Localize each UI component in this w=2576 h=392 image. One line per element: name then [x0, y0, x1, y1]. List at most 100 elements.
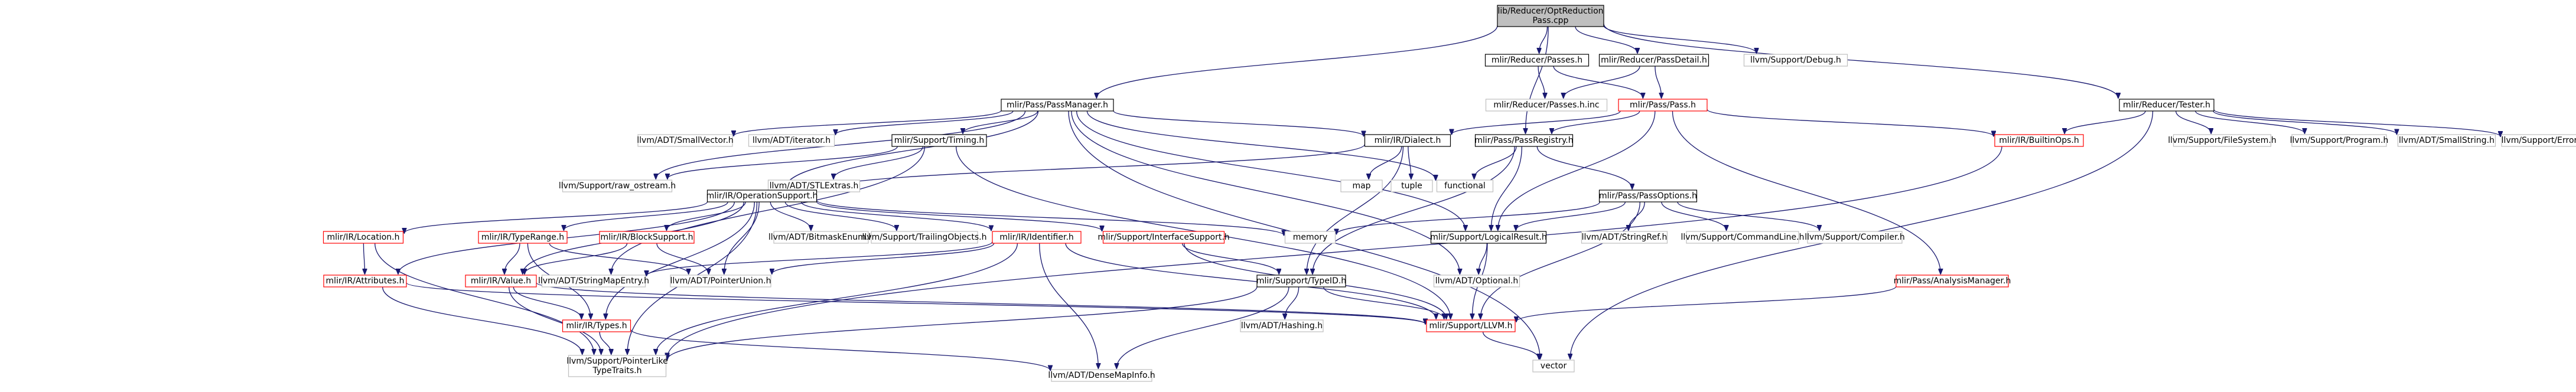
- edge-passregistry-to-functional: [1474, 146, 1517, 179]
- node-rpasses[interactable]: mlir/Reducer/Passes.h: [1484, 54, 1590, 67]
- node-bitmaskenum: llvm/ADT/BitmaskEnum.h: [768, 231, 874, 244]
- node-label: llvm/ADT/Optional.h: [1435, 276, 1519, 286]
- node-label: mlir/IR/Dialect.h: [1375, 136, 1441, 145]
- node-box: [773, 231, 869, 244]
- edge-tester-to-program: [2195, 110, 2305, 133]
- node-label: mlir/Pass/Pass.h: [1630, 100, 1696, 110]
- edge-root-to-rpasses: [1539, 26, 1548, 53]
- node-label: mlir/IR/Location.h: [327, 233, 400, 242]
- node-location[interactable]: mlir/IR/Location.h: [323, 231, 404, 244]
- node-passoptions[interactable]: mlir/Pass/PassOptions.h: [1598, 190, 1698, 202]
- edge-pass-to-builtinops: [1707, 109, 1994, 136]
- node-dialect[interactable]: mlir/IR/Dialect.h: [1364, 134, 1451, 147]
- node-value[interactable]: mlir/IR/Value.h: [465, 275, 537, 288]
- node-commandline: llvm/Support/CommandLine.h: [1681, 231, 1805, 244]
- edge-passoptions-to-compiler: [1677, 201, 1819, 230]
- node-label: Pass.cpp: [1533, 16, 1569, 25]
- node-interfacesupport[interactable]: mlir/Support/InterfaceSupport.h: [1098, 231, 1230, 244]
- node-label: mlir/Pass/PassOptions.h: [1599, 191, 1697, 201]
- edge-opsupport-to-bitmaskenum: [770, 201, 811, 230]
- node-opsupport[interactable]: mlir/IR/OperationSupport.h: [706, 190, 818, 202]
- node-typeid[interactable]: mlir/Support/TypeID.h: [1256, 275, 1346, 288]
- node-stringref: llvm/ADT/StringRef.h: [1581, 231, 1668, 244]
- edge-attributes-to-llvmh: [406, 282, 1425, 324]
- node-box: [465, 275, 537, 288]
- node-pass[interactable]: mlir/Pass/Pass.h: [1618, 99, 1708, 112]
- node-attributes[interactable]: mlir/IR/Attributes.h: [323, 275, 407, 288]
- node-label: TypeTraits.h: [592, 366, 642, 375]
- node-box: [1484, 54, 1590, 67]
- node-debug: llvm/Support/Debug.h: [1743, 54, 1848, 67]
- edge-llvmh-to-vector: [1482, 331, 1539, 359]
- edge-pm-to-rawostream: [656, 110, 1026, 179]
- node-blocksupport[interactable]: mlir/IR/BlockSupport.h: [599, 231, 695, 244]
- node-label: mlir/Reducer/Passes.h: [1491, 55, 1582, 65]
- edge-passregistry-to-logicalresult: [1491, 146, 1522, 230]
- node-pointerunion: llvm/ADT/PointerUnion.h: [670, 275, 771, 288]
- node-hashing: llvm/ADT/Hashing.h: [1240, 319, 1324, 332]
- node-box: [871, 231, 978, 244]
- node-label: llvm/Support/Program.h: [2290, 136, 2389, 145]
- node-label: llvm/ADT/PointerUnion.h: [670, 276, 771, 286]
- node-stringmapentry: llvm/ADT/StringMapEntry.h: [538, 275, 649, 288]
- node-timing[interactable]: mlir/Support/Timing.h: [891, 134, 987, 147]
- node-logicalresult[interactable]: mlir/Support/LogicalResult.h: [1430, 231, 1547, 244]
- edge-timing-to-rawostream: [667, 146, 898, 179]
- node-iterator: llvm/ADT/iterator.h: [748, 134, 835, 147]
- node-label: mlir/Reducer/Passes.h.inc: [1493, 100, 1599, 110]
- edge-timing-to-stringmapentry: [611, 146, 926, 274]
- node-types[interactable]: mlir/IR/Types.h: [562, 319, 631, 332]
- edge-rpasses-to-pass: [1553, 66, 1643, 98]
- node-identifier[interactable]: mlir/IR/Identifier.h: [992, 231, 1082, 244]
- node-box: [1807, 231, 1903, 244]
- edge-pm-to-smallvector: [734, 110, 1002, 136]
- node-smallvector: llvm/ADT/SmallVector.h: [637, 134, 734, 147]
- node-box: [1390, 179, 1433, 192]
- edge-typeid-to-hashing: [1285, 286, 1300, 319]
- node-box: [1485, 99, 1608, 112]
- edge-pm-to-logicalresult: [1076, 110, 1466, 230]
- node-functional: functional: [1436, 179, 1494, 192]
- node-analysismanager[interactable]: mlir/Pass/AnalysisManager.h: [1894, 275, 2011, 288]
- node-llvmh[interactable]: mlir/Support/LLVM.h: [1426, 319, 1516, 332]
- edge-interfacesupport-to-typeid: [1181, 243, 1279, 274]
- edge-typerange-to-value: [504, 243, 520, 274]
- node-box: [1686, 231, 1799, 244]
- node-box: [706, 190, 818, 202]
- edge-identifier-to-densemapinfo: [1039, 243, 1099, 368]
- node-typerange[interactable]: mlir/IR/TypeRange.h: [478, 231, 568, 244]
- node-label: llvm/Support/raw_ostream.h: [559, 181, 676, 191]
- node-tester[interactable]: mlir/Reducer/Tester.h: [2119, 99, 2214, 112]
- node-label: llvm/ADT/STLExtras.h: [770, 181, 859, 191]
- node-label: llvm/ADT/iterator.h: [753, 136, 831, 145]
- edge-opsupport-to-trailingobjects: [784, 201, 897, 230]
- edge-rpassdetail-to-passes_inc: [1564, 66, 1640, 98]
- edge-passregistry-to-typeid: [1313, 146, 1515, 274]
- node-builtinops[interactable]: mlir/IR/BuiltinOps.h: [1994, 134, 2084, 147]
- node-label: llvm/Support/CommandLine.h: [1681, 233, 1805, 242]
- node-box: [1581, 231, 1668, 244]
- node-box: [1436, 179, 1494, 192]
- edge-attributes-to-pointerlike: [382, 286, 582, 354]
- node-passregistry[interactable]: mlir/Pass/PassRegistry.h: [1474, 134, 1574, 147]
- edge-pm-to-timing: [963, 110, 1038, 133]
- edges-layer: [363, 23, 2500, 370]
- edge-pm-to-dialect: [1113, 110, 1364, 136]
- edge-dialect-to-typeid: [1307, 146, 1404, 274]
- node-label: llvm/ADT/BitmaskEnum.h: [768, 233, 874, 242]
- node-label: llvm/Support/PointerLike: [566, 357, 668, 366]
- node-box: [670, 275, 771, 288]
- node-rpassdetail[interactable]: mlir/Reducer/PassDetail.h: [1598, 54, 1709, 67]
- edge-value-to-pointerlike: [509, 286, 601, 354]
- node-box: [1598, 190, 1698, 202]
- node-box: [1051, 369, 1152, 382]
- node-label: mlir/IR/Value.h: [471, 276, 531, 286]
- node-label: mlir/Support/LLVM.h: [1429, 321, 1513, 331]
- node-pm[interactable]: mlir/Pass/PassManager.h: [1001, 99, 1114, 112]
- node-box: [1598, 54, 1709, 67]
- edge-identifier-to-pointerlike: [656, 243, 1018, 354]
- edge-rpassdetail-to-pass: [1655, 66, 1662, 98]
- edge-pm-to-iterator: [836, 110, 1014, 135]
